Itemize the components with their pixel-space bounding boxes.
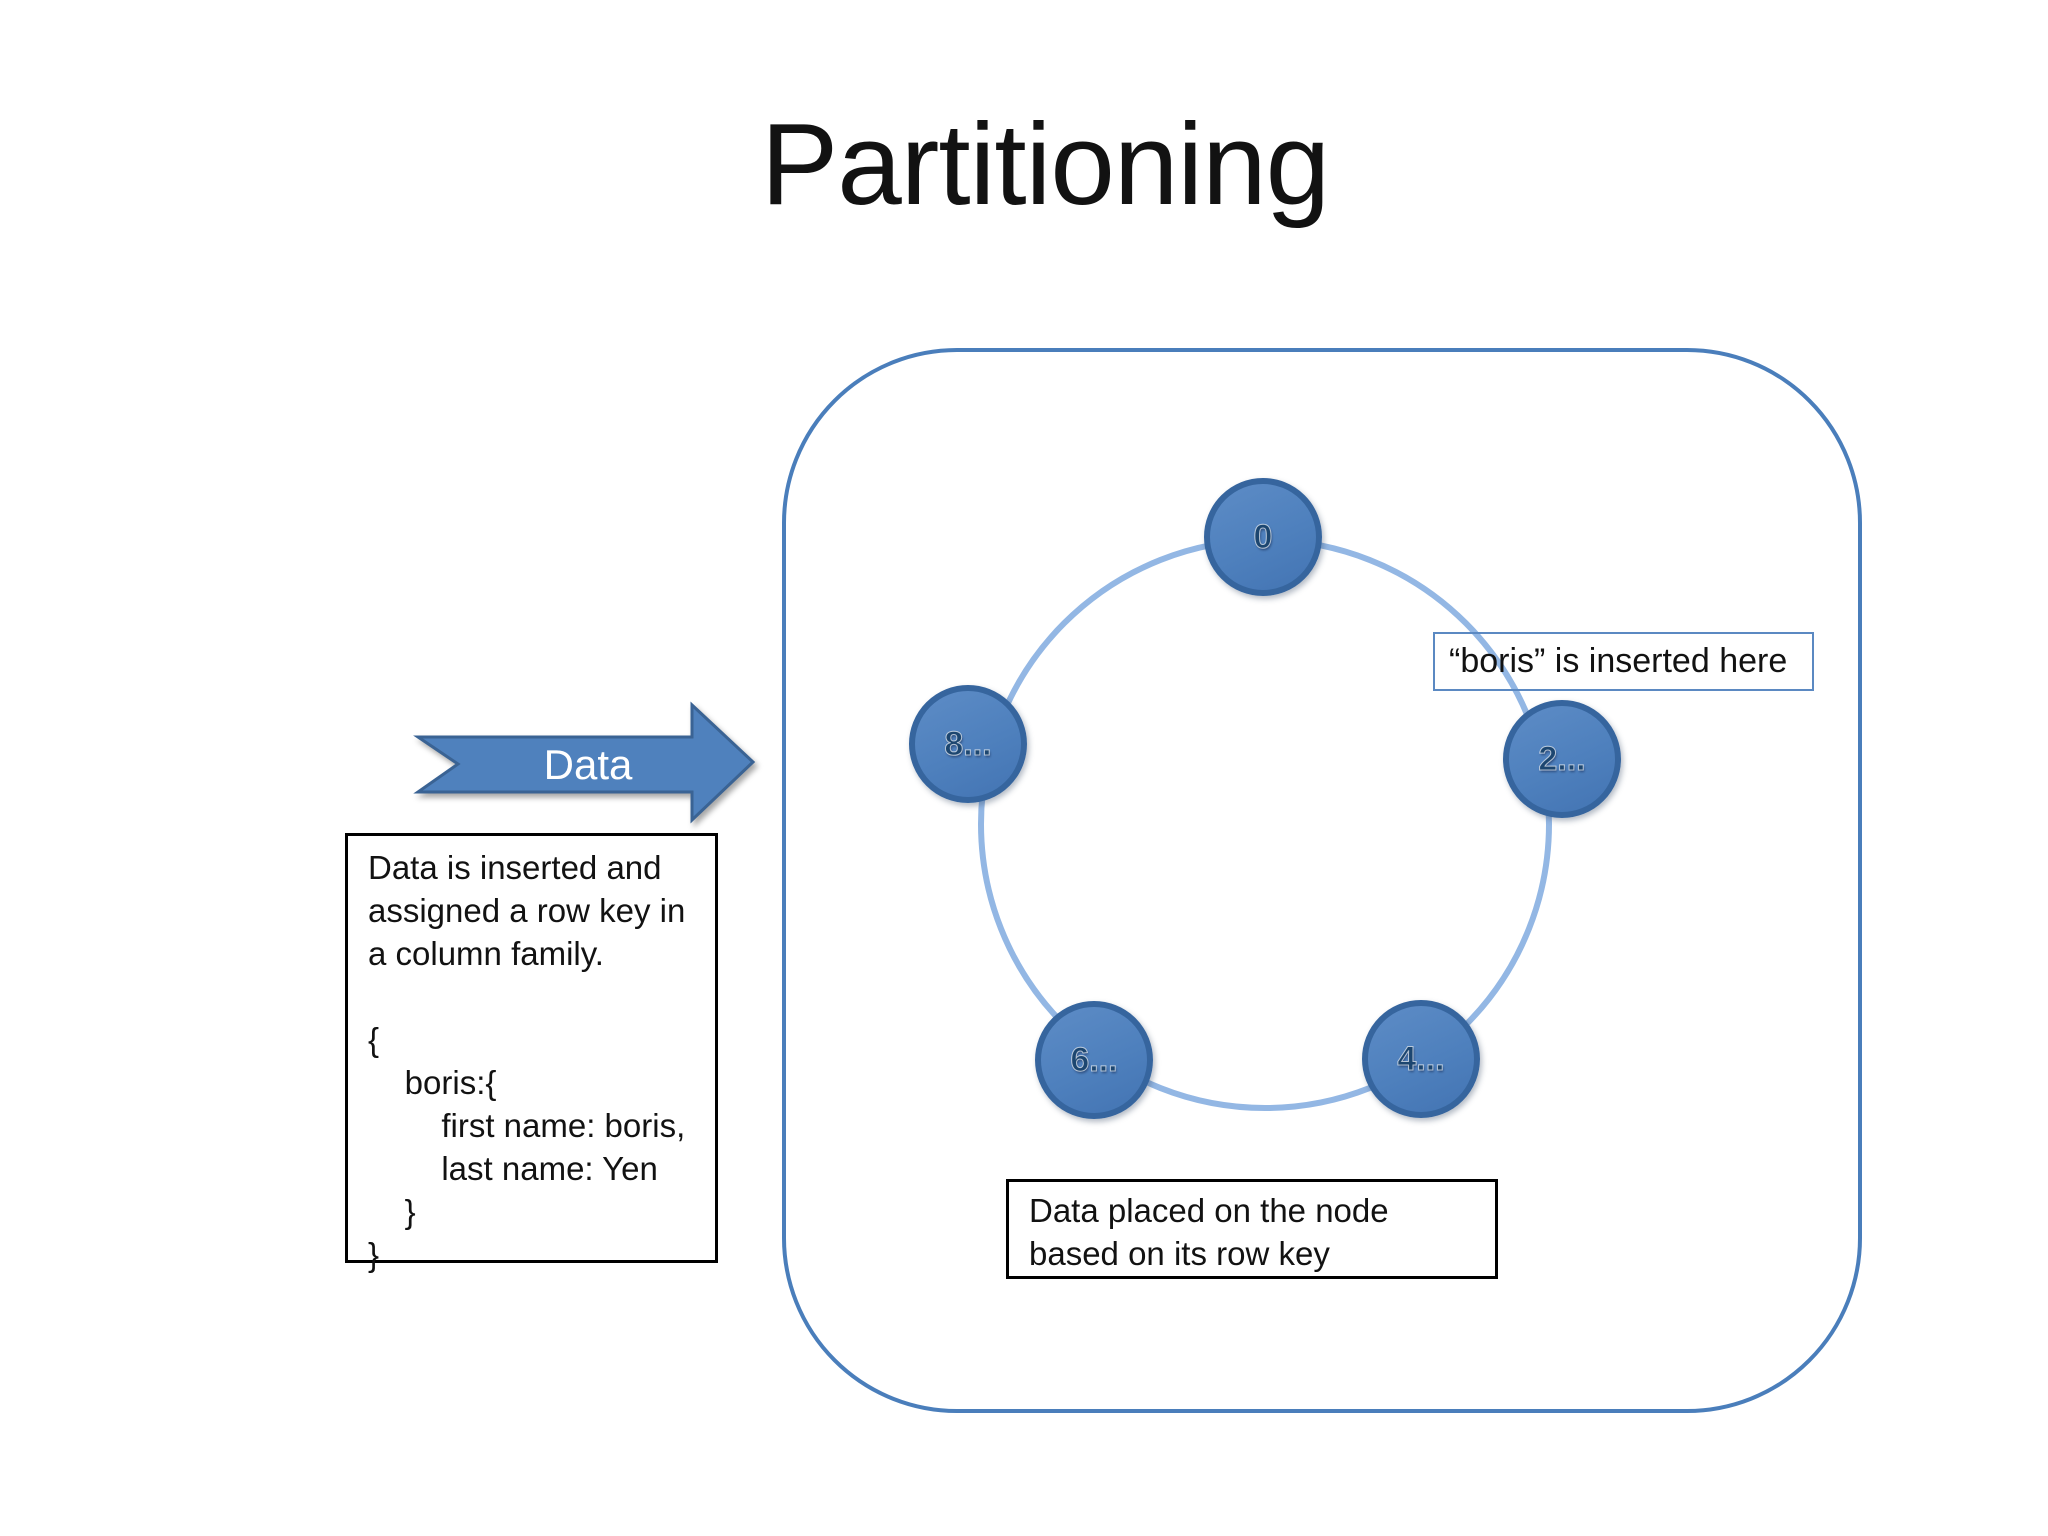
boris-inserted-callout: “boris” is inserted here xyxy=(1433,632,1814,691)
ring-node-2-label: 2... xyxy=(1538,739,1586,778)
ring-node-8: 8... xyxy=(909,685,1027,803)
data-arrow-shape xyxy=(413,701,756,824)
ring-node-4: 4... xyxy=(1362,1000,1480,1118)
ring-node-4-label: 4... xyxy=(1397,1039,1445,1078)
boris-inserted-label: “boris” is inserted here xyxy=(1449,642,1788,680)
cluster-frame xyxy=(782,348,1862,1413)
page-title: Partitioning xyxy=(760,99,1330,229)
data-arrow-label: Data xyxy=(544,741,633,788)
ring-node-8-label: 8... xyxy=(944,724,992,763)
ring-node-6: 6... xyxy=(1035,1001,1153,1119)
code-line: { xyxy=(368,1021,380,1058)
placement-label: Data placed on the node based on its row… xyxy=(1029,1192,1389,1272)
code-line: boris:{ xyxy=(368,1064,497,1101)
code-line: } xyxy=(368,1236,380,1273)
insert-description-box: Data is inserted and assigned a row key … xyxy=(345,833,718,1273)
insert-description-text: Data is inserted and assigned a row key … xyxy=(368,849,686,972)
data-arrow: Data xyxy=(413,701,756,824)
placement-callout: Data placed on the node based on its row… xyxy=(1006,1179,1498,1279)
code-line: } xyxy=(368,1193,416,1230)
ring-node-0: 0 xyxy=(1204,478,1322,596)
ring-node-6-label: 6... xyxy=(1070,1040,1118,1079)
ring-node-0-label: 0 xyxy=(1253,517,1273,556)
row-key-code-block: { boris:{ first name: boris, last name: … xyxy=(368,1018,715,1276)
code-line: first name: boris, xyxy=(368,1107,686,1144)
code-line: last name: Yen xyxy=(368,1150,658,1187)
ring-node-2: 2... xyxy=(1503,700,1621,818)
